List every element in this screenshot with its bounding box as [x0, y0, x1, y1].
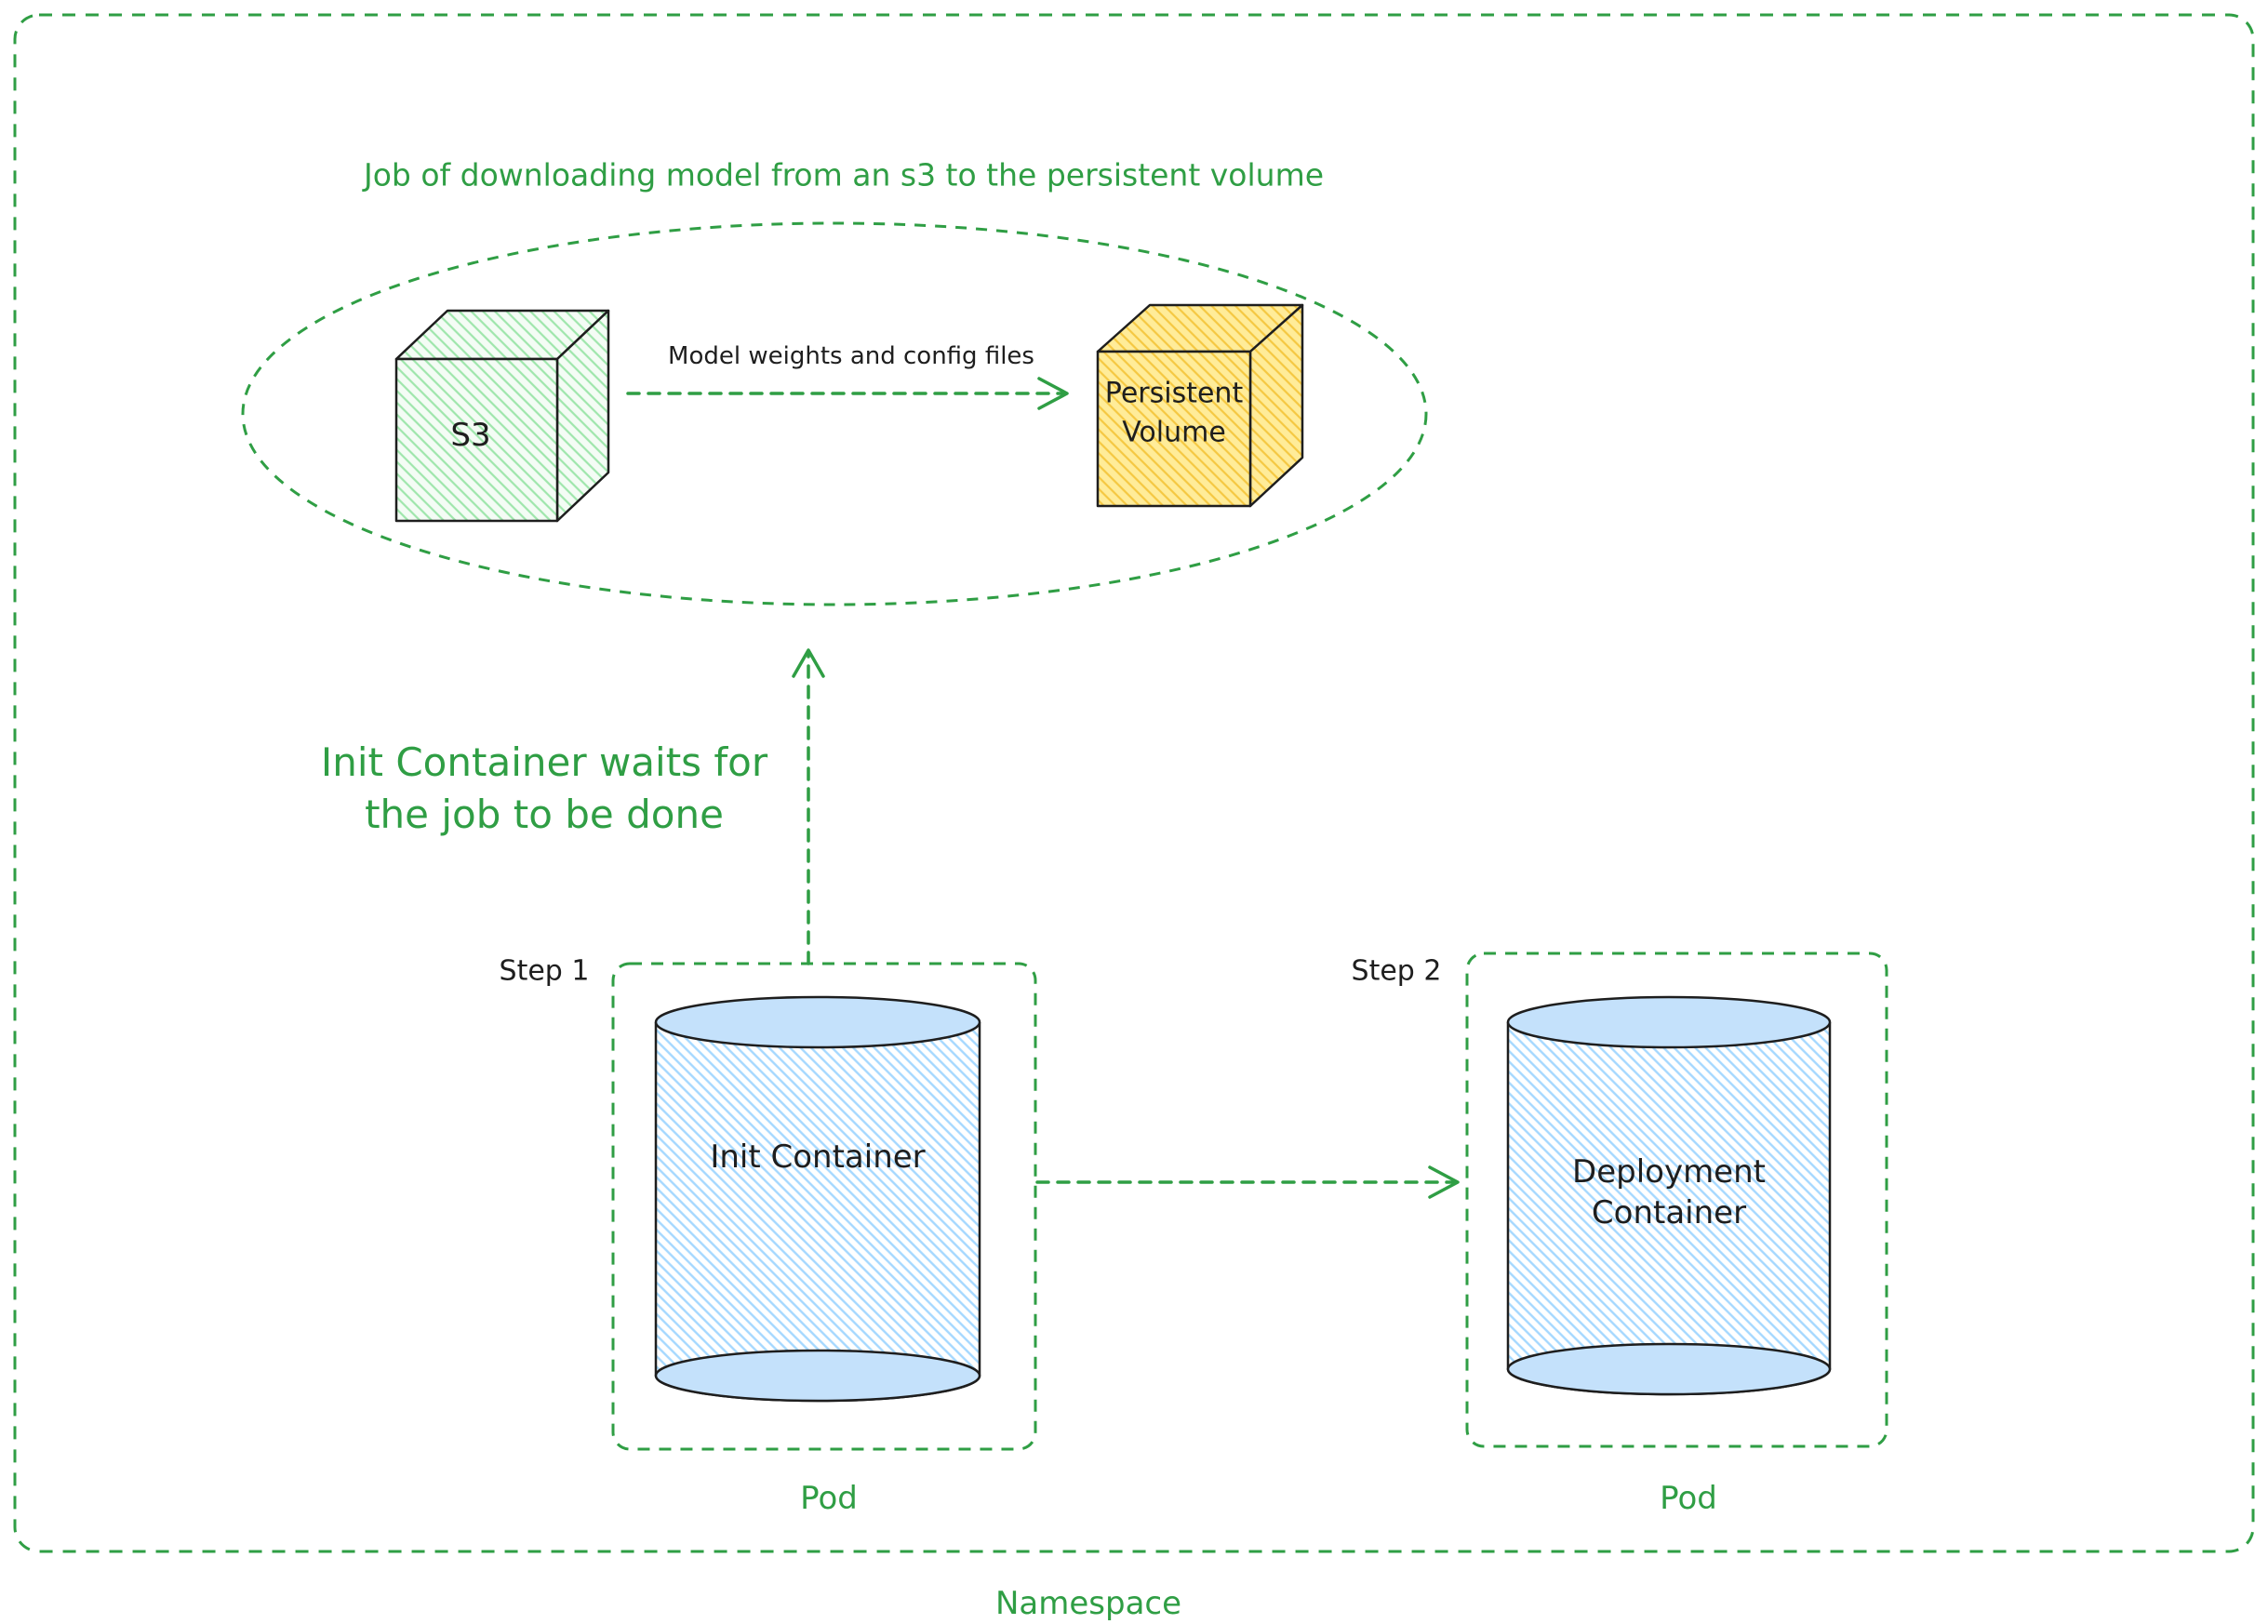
namespace-label: Namespace	[994, 1584, 1182, 1622]
arrow-step1-to-step2	[1035, 1165, 1460, 1199]
persistent-volume-cube	[1096, 303, 1304, 508]
job-ellipse	[241, 221, 1428, 606]
wait-note-line2: the job to be done	[365, 791, 724, 837]
arrow-model-files	[626, 377, 1069, 410]
s3-cube-front-face	[394, 357, 559, 523]
deployment-cylinder-top	[1506, 995, 1832, 1049]
init-cylinder-bottom	[654, 1349, 981, 1403]
deployment-label-line2: Container	[1591, 1193, 1747, 1231]
arrow-wait-for-job	[792, 648, 825, 965]
deployment-label-line1: Deployment	[1572, 1152, 1766, 1191]
s3-label: S3	[450, 416, 491, 454]
wait-note-line1: Init Container waits for	[320, 739, 768, 785]
persistent-volume-label-line2: Volume	[1122, 416, 1226, 449]
s3-cube	[394, 309, 610, 523]
step2-label: Step 2	[1351, 954, 1442, 988]
model-files-arrow-label: Model weights and config files	[668, 341, 1034, 370]
namespace-boundary	[13, 13, 2255, 1553]
pod-left-box	[611, 962, 1037, 1451]
step1-label: Step 1	[499, 954, 590, 988]
pv-cube-front-face	[1096, 350, 1252, 508]
pod-left-label: Pod	[800, 1479, 858, 1517]
deployment-cylinder-bottom	[1506, 1342, 1832, 1396]
pod-right-label: Pod	[1660, 1479, 1717, 1517]
init-container-cylinder	[654, 995, 981, 1403]
init-container-label: Init Container	[710, 1138, 926, 1176]
job-title: Job of downloading model from an s3 to t…	[363, 156, 1325, 193]
persistent-volume-label-line1: Persistent	[1104, 377, 1244, 410]
pod-right-box	[1465, 952, 1888, 1448]
init-cylinder-top	[654, 995, 981, 1049]
init-cylinder-body	[654, 1022, 981, 1403]
deployment-container-cylinder	[1506, 995, 1832, 1396]
